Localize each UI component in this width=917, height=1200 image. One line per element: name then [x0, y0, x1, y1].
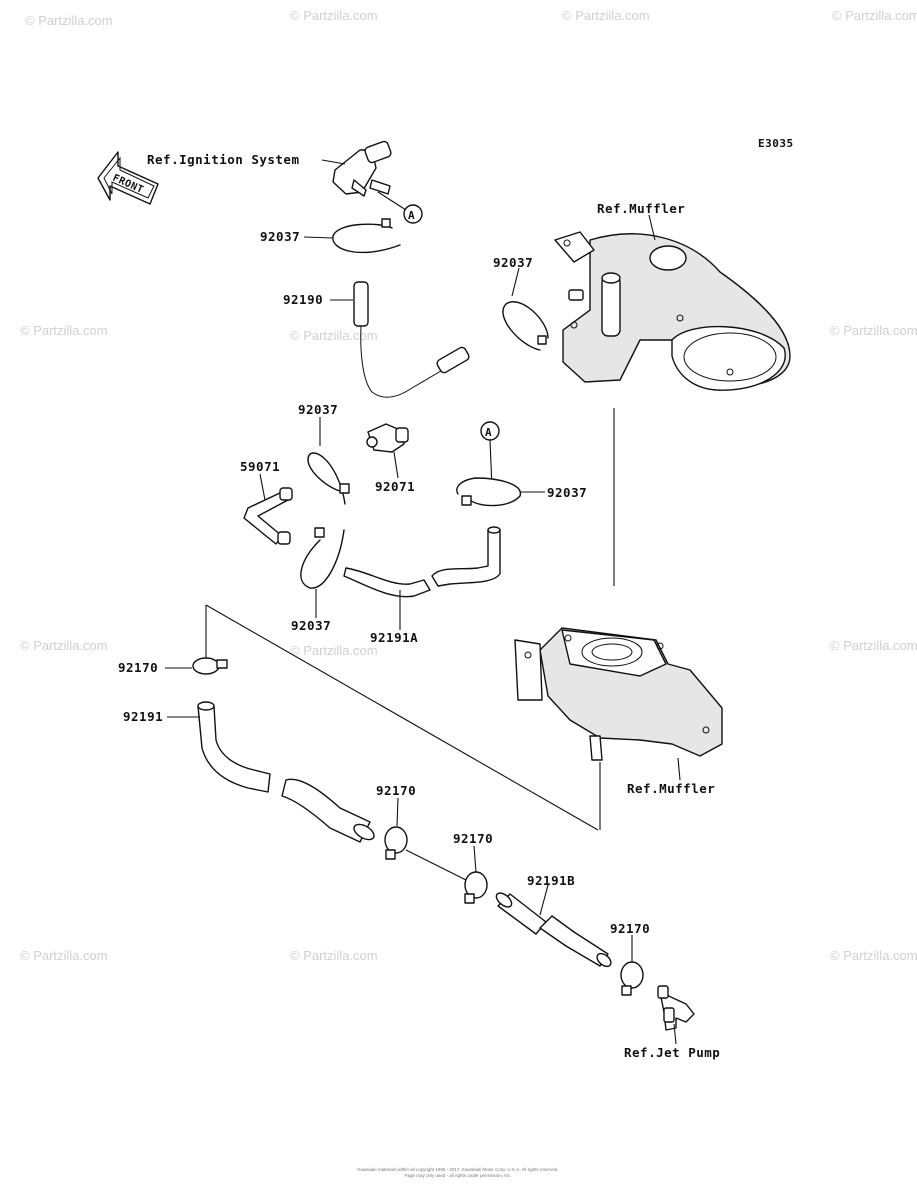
- valve-92071: [366, 423, 409, 453]
- clamp-92037-lower: [300, 527, 345, 589]
- watermark: © Partzilla.com: [832, 8, 917, 23]
- muffler-bottom: [514, 627, 723, 761]
- leader-line: [677, 757, 681, 781]
- part-92170-d: 92170: [610, 921, 650, 936]
- leader-line: [511, 267, 520, 297]
- watermark: © Partzilla.com: [25, 13, 113, 28]
- leader-line: [393, 451, 399, 479]
- copyright-line-1: Kawasaki materials within all copyright …: [357, 1167, 558, 1172]
- callout-a-label: A: [485, 426, 492, 439]
- part-92037-b: 92037: [493, 255, 533, 270]
- watermark: © Partzilla.com: [20, 948, 108, 963]
- leader-line: [648, 214, 656, 241]
- part-92170-a: 92170: [118, 660, 158, 675]
- part-92191B: 92191B: [527, 873, 575, 888]
- part-92037-e: 92037: [291, 618, 331, 633]
- leader-line: [303, 236, 334, 239]
- clamp-92037-middle: [307, 452, 350, 505]
- watermark: © Partzilla.com: [562, 8, 650, 23]
- ref-muffler-bottom-label: Ref.Muffler: [627, 781, 715, 796]
- part-92170-b: 92170: [376, 783, 416, 798]
- part-59071: 59071: [240, 459, 280, 474]
- part-92037-d: 92037: [547, 485, 587, 500]
- leader-line: [673, 1023, 677, 1045]
- hose-92191: [197, 701, 375, 843]
- callout-a-label: A: [408, 209, 415, 222]
- connection-line: [205, 604, 599, 831]
- part-92191: 92191: [123, 709, 163, 724]
- leader-line: [321, 159, 346, 165]
- part-92037-c: 92037: [298, 402, 338, 417]
- leader-line: [539, 884, 549, 916]
- clamp-92170-a: [192, 657, 228, 675]
- front-arrow-icon: FRONT: [97, 151, 159, 205]
- callout-a-circle: [403, 204, 423, 224]
- ref-ignition-label: Ref.Ignition System: [147, 152, 300, 167]
- watermark: © Partzilla.com: [830, 323, 917, 338]
- watermark-layer: © Partzilla.com © Partzilla.com © Partzi…: [20, 8, 917, 963]
- clamp-92170-d: [620, 961, 644, 996]
- part-92190: 92190: [283, 292, 323, 307]
- jet-pump-fitting: [657, 985, 695, 1031]
- ignition-fitting: [332, 140, 392, 197]
- watermark: © Partzilla.com: [290, 948, 378, 963]
- watermark: © Partzilla.com: [830, 638, 917, 653]
- clamp-92037-top: [332, 218, 401, 254]
- clamp-92037-right: [456, 477, 521, 507]
- leader-line: [259, 473, 266, 501]
- clamp-92037-muffler: [502, 301, 549, 351]
- part-92170-c: 92170: [453, 831, 493, 846]
- hose-92190: [353, 281, 470, 398]
- part-92071: 92071: [375, 479, 415, 494]
- watermark: © Partzilla.com: [20, 323, 108, 338]
- hose-92191A: [343, 526, 501, 598]
- part-92037-a: 92037: [260, 229, 300, 244]
- leader-line: [377, 191, 407, 211]
- clamp-92170-b: [384, 826, 408, 860]
- ref-muffler-top-label: Ref.Muffler: [597, 201, 685, 216]
- diagram-code: E3035: [758, 137, 794, 150]
- watermark: © Partzilla.com: [830, 948, 917, 963]
- watermark: © Partzilla.com: [20, 638, 108, 653]
- clamp-92170-c: [464, 871, 488, 904]
- watermark: © Partzilla.com: [290, 328, 378, 343]
- watermark: © Partzilla.com: [290, 643, 378, 658]
- leader-line: [396, 797, 399, 827]
- watermark: © Partzilla.com: [290, 8, 378, 23]
- part-92191A: 92191A: [370, 630, 418, 645]
- hose-92191B: [495, 892, 612, 968]
- connection-line: [405, 849, 467, 881]
- leader-line: [473, 845, 477, 873]
- copyright-line-2: Page may only used - all rights under pe…: [404, 1173, 511, 1178]
- muffler-top: [554, 231, 791, 391]
- pipe-59071: [243, 487, 293, 545]
- ref-jet-pump-label: Ref.Jet Pump: [624, 1045, 720, 1060]
